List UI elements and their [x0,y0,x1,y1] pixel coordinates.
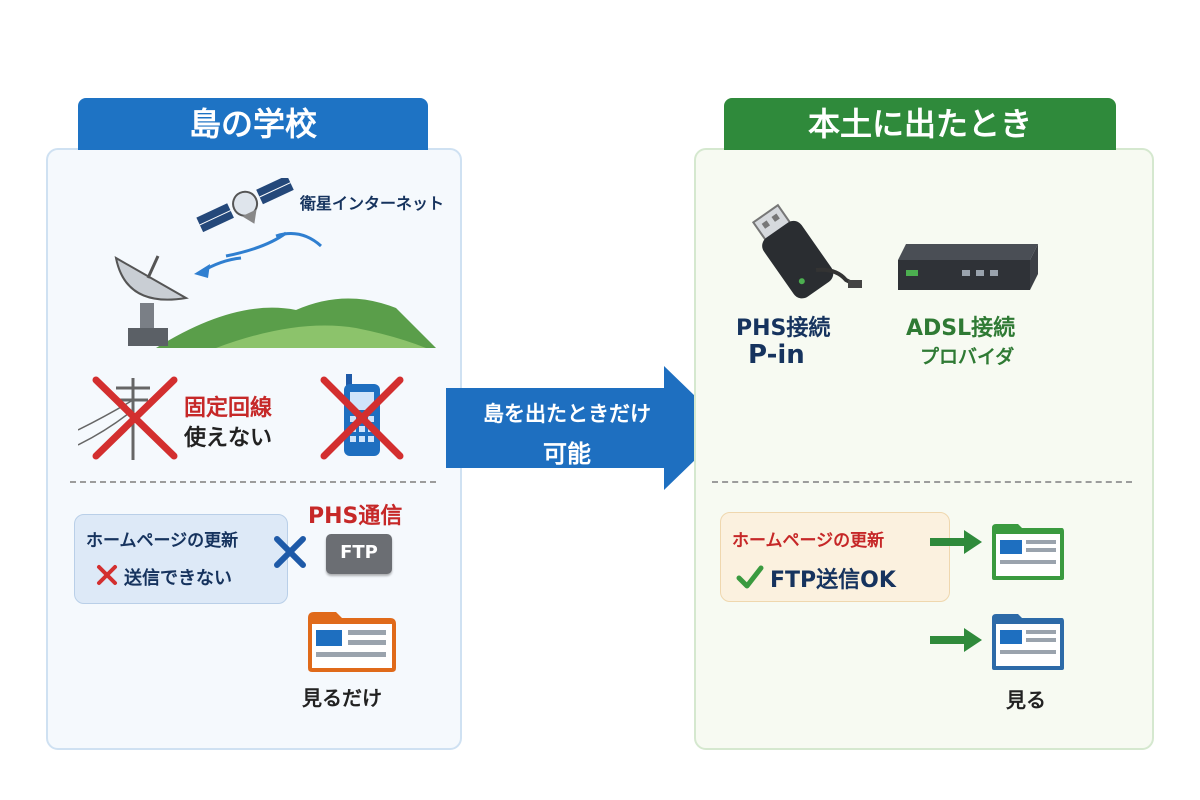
ftp-send-ok-label: FTP送信OK [770,568,896,593]
green-arrow-icon [930,530,982,554]
homepage-update-title: ホームページの更新 [86,531,239,551]
ftp-card [326,534,392,574]
right-divider [712,481,1132,483]
mainland-title: 本土に出たとき [724,98,1116,150]
satellite-icon [196,178,294,233]
send-failed-label: 送信できない [124,568,232,589]
satellite-internet-illustration [114,178,436,348]
green-arrow-icon [930,628,982,652]
cross-icon [320,376,404,460]
hill-icon [216,325,426,348]
homepage-update-box [74,514,288,604]
mobile-unavailable-illustration [320,374,404,460]
webpage-icon [308,612,396,672]
webpage-icon [992,614,1064,670]
view-only-label: 見るだけ [302,686,382,710]
view-label: 見る [1006,688,1046,712]
landline-label: 固定回線 [184,396,273,421]
phs-connection-label: PHS接続 [736,316,831,341]
arrow-text-line1: 島を出たときだけ [483,402,651,426]
homepage-update-box [720,512,950,602]
provider-label: プロバイダ [920,346,1015,368]
homepage-update-title: ホームページの更新 [732,531,885,551]
ftp-label: FTP [340,542,378,563]
satellite-internet-label: 衛星インターネット [300,194,445,213]
signal-arc-icon [275,232,323,248]
adsl-modem-icon [898,244,1038,290]
satellite-dish-icon [114,255,189,346]
transition-arrow-icon [446,366,728,490]
landline-unavailable-label: 使えない [184,426,273,451]
cross-icon [92,376,178,460]
left-divider [70,481,436,483]
blocked-cross-icon [274,536,306,568]
phs-usb-card-icon [751,203,862,299]
landline-unavailable-illustration [78,376,178,460]
check-icon [736,564,764,590]
adsl-connection-label: ADSL接続 [906,316,1016,341]
arrow-text-line2: 可能 [543,440,591,468]
cross-icon [96,564,118,586]
island-school-title: 島の学校 [78,98,428,150]
webpage-icon [992,524,1064,580]
phs-communication-label: PHS通信 [308,504,403,529]
p-in-label: P-in [748,340,805,370]
